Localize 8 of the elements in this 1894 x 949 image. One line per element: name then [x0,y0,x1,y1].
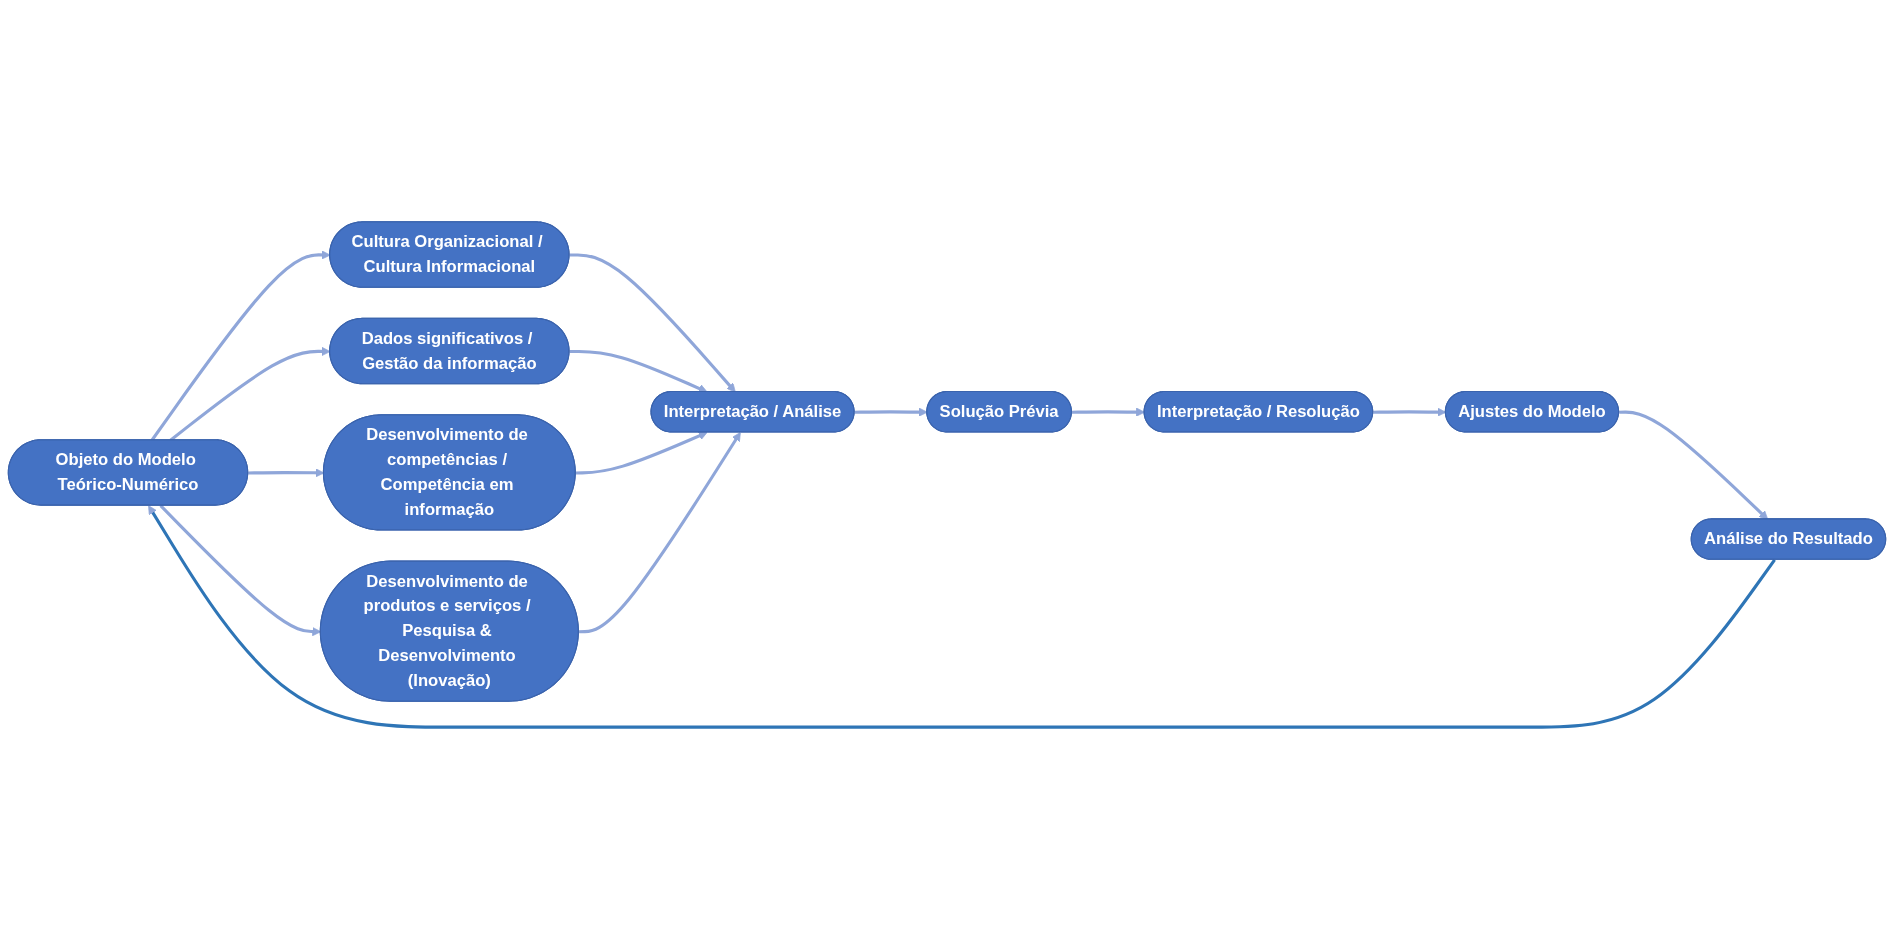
arrow [578,432,741,634]
arrow [575,431,708,475]
arrow [1071,407,1145,417]
arrow [1619,410,1769,520]
arrow [569,349,708,393]
arrow [854,407,928,417]
arrow [569,253,736,393]
arrow [148,505,1776,729]
